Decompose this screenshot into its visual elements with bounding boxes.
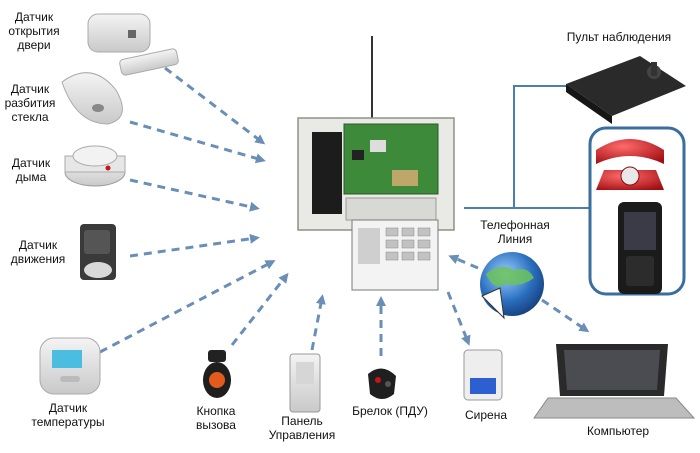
label-call-button: Кнопка вызова <box>196 404 236 432</box>
arrow-call <box>230 272 289 346</box>
smoke-detector-device <box>64 145 126 187</box>
label-control-panel: Панель Управления <box>268 414 336 442</box>
red-telephone-device <box>596 139 664 190</box>
laptop-device <box>533 344 696 419</box>
label-glass-sensor: Датчик разбития стекла <box>4 82 56 124</box>
temp-sensor-device <box>39 337 101 395</box>
arrow-globe-panel <box>448 254 479 270</box>
key-fob-device <box>368 368 396 399</box>
call-button-device <box>203 350 231 398</box>
label-temp-sensor: Датчик температуры <box>31 401 105 429</box>
sensor-arrows <box>99 66 590 356</box>
label-siren: Сирена <box>464 408 508 422</box>
arrow-glass <box>129 120 266 164</box>
door-sensor-device <box>87 13 179 76</box>
label-computer: Компьютер <box>586 424 650 438</box>
label-key-fob: Брелок (ПДУ) <box>352 404 428 418</box>
arrow-panel <box>310 294 326 351</box>
control-unit <box>297 36 455 291</box>
arrow-smoke <box>129 178 260 212</box>
arrow-temp <box>99 260 276 354</box>
arrow-motion <box>129 233 260 258</box>
label-phone-line: Телефонная Линия <box>480 218 550 246</box>
arrow-siren <box>446 291 471 346</box>
label-motion-sensor: Датчик движения <box>10 238 66 266</box>
label-door-sensor: Датчик открытия двери <box>8 10 60 52</box>
phone-line-connectors <box>464 85 590 209</box>
glass-sensor-device <box>61 72 123 125</box>
mobile-phone-device <box>618 202 662 294</box>
control-panel-device <box>289 353 321 413</box>
arrow-door <box>164 66 266 145</box>
motion-sensor-device <box>80 224 116 280</box>
label-smoke-sensor: Датчик дыма <box>11 156 51 184</box>
monitoring-console-device <box>566 56 686 124</box>
siren-device <box>463 349 503 401</box>
globe-icon <box>480 252 544 320</box>
label-monitoring-console: Пульт наблюдения <box>566 30 672 44</box>
arrow-globe-computer <box>541 298 590 333</box>
